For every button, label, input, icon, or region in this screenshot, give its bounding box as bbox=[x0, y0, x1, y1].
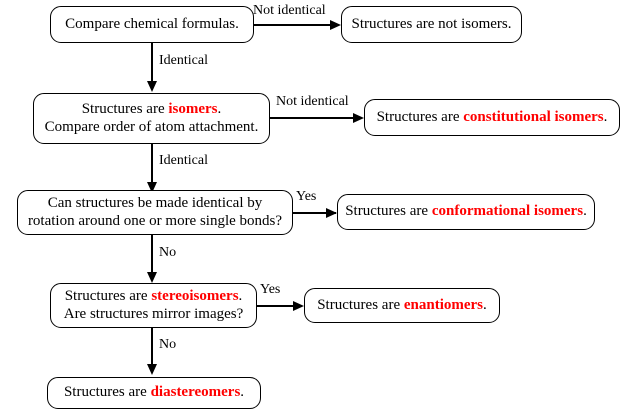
edge-line-isomers-to-rotation bbox=[151, 144, 153, 188]
node-stereoisomers-mirror: Structures are stereoisomers. Are struct… bbox=[50, 283, 257, 328]
node-diastereomers: Structures are diastereomers. bbox=[47, 377, 261, 409]
node-conformational-isomers-post: . bbox=[583, 203, 587, 220]
node-constitutional-isomers-post: . bbox=[603, 108, 608, 125]
edge-label-identical-1: Identical bbox=[159, 53, 208, 68]
node-stereoisomers-line1-highlight: stereoisomers bbox=[151, 287, 239, 304]
node-constitutional-isomers-highlight: constitutional isomers bbox=[463, 108, 604, 125]
node-conformational-isomers-pre: Structures are bbox=[345, 203, 432, 220]
node-constitutional-isomers-pre: Structures are bbox=[376, 108, 464, 125]
edge-label-no-1: No bbox=[159, 245, 177, 260]
edge-label-identical-2: Identical bbox=[159, 153, 208, 168]
node-diastereomers-highlight: diastereomers bbox=[150, 384, 241, 401]
edge-line-formulas-to-not-isomers bbox=[254, 24, 333, 26]
edge-arrowhead-formulas-to-not-isomers bbox=[330, 19, 341, 30]
node-isomers-line1-post: . bbox=[217, 100, 222, 117]
node-not-isomers-line1: Structures are not isomers. bbox=[351, 15, 512, 32]
node-constitutional-isomers-text: Structures are constitutional isomers. bbox=[377, 109, 608, 127]
node-compare-formulas: Compare chemical formulas. bbox=[50, 6, 254, 43]
node-rotation-question-line1: Can structures be made identical by bbox=[47, 194, 263, 211]
node-rotation-question: Can structures be made identical by rota… bbox=[17, 190, 293, 235]
node-isomers-compare-order: Structures are isomers. Compare order of… bbox=[33, 93, 270, 144]
edge-arrowhead-rotation-to-stereoisomers bbox=[146, 272, 157, 283]
edge-label-no-2: No bbox=[159, 337, 177, 352]
edge-arrowhead-isomers-to-constitutional bbox=[353, 112, 364, 123]
node-compare-formulas-line1: Compare chemical formulas. bbox=[65, 15, 239, 32]
node-isomers-line1: Structures are isomers. bbox=[82, 101, 222, 119]
node-diastereomers-pre: Structures are bbox=[63, 384, 151, 401]
edge-arrowhead-stereoisomers-to-enantiomers bbox=[293, 300, 304, 311]
edge-label-yes-2: Yes bbox=[260, 282, 281, 297]
node-isomers-line1-highlight: isomers bbox=[168, 100, 218, 117]
node-stereoisomers-line1: Structures are stereoisomers. bbox=[65, 288, 243, 306]
node-not-isomers: Structures are not isomers. bbox=[341, 6, 522, 43]
node-diastereomers-post: . bbox=[240, 384, 245, 401]
node-enantiomers-pre: Structures are bbox=[317, 296, 404, 313]
edge-line-isomers-to-constitutional bbox=[270, 117, 356, 119]
node-stereoisomers-line1-pre: Structures are bbox=[64, 287, 152, 304]
node-stereoisomers-line2: Are structures mirror images? bbox=[63, 305, 244, 322]
node-isomers-line1-pre: Structures are bbox=[81, 100, 169, 117]
node-diastereomers-text: Structures are diastereomers. bbox=[64, 384, 244, 402]
edge-line-formulas-to-isomers bbox=[151, 43, 153, 85]
edge-label-not-identical-2: Not identical bbox=[276, 94, 349, 109]
node-rotation-question-line2: rotation around one or more single bonds… bbox=[27, 212, 283, 229]
node-conformational-isomers-highlight: conformational isomers bbox=[431, 203, 584, 220]
edge-arrowhead-formulas-to-isomers bbox=[146, 81, 157, 92]
edge-arrowhead-stereoisomers-to-diastereomers bbox=[146, 364, 157, 375]
node-conformational-isomers-text: Structures are conformational isomers. bbox=[345, 203, 587, 221]
edge-arrowhead-isomers-to-rotation bbox=[146, 182, 157, 193]
edge-line-stereoisomers-to-enantiomers bbox=[257, 305, 297, 307]
edge-line-rotation-to-conformational bbox=[293, 212, 336, 214]
edge-label-yes-1: Yes bbox=[296, 189, 317, 204]
edge-line-stereoisomers-to-diastereomers bbox=[151, 328, 153, 367]
node-constitutional-isomers: Structures are constitutional isomers. bbox=[364, 99, 620, 136]
node-conformational-isomers: Structures are conformational isomers. bbox=[337, 194, 595, 230]
node-enantiomers-post: . bbox=[483, 296, 487, 313]
edge-line-rotation-to-stereoisomers bbox=[151, 235, 153, 277]
node-isomers-line2: Compare order of atom attachment. bbox=[44, 118, 259, 135]
edge-label-not-identical-1: Not identical bbox=[253, 3, 326, 18]
edge-arrowhead-rotation-to-conformational bbox=[326, 207, 337, 218]
node-enantiomers-text: Structures are enantiomers. bbox=[317, 297, 487, 315]
node-enantiomers: Structures are enantiomers. bbox=[304, 288, 500, 323]
node-stereoisomers-line1-post: . bbox=[238, 287, 243, 304]
node-enantiomers-highlight: enantiomers bbox=[403, 296, 484, 313]
